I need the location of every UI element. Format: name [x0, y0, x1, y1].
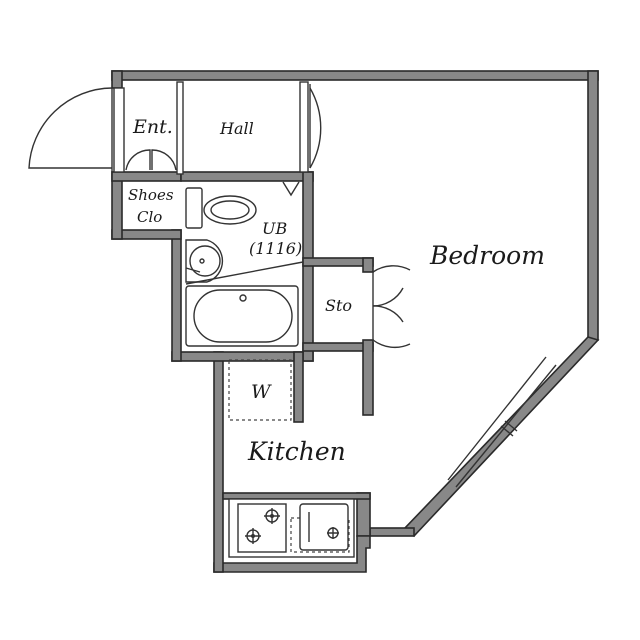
sink-icon	[290, 503, 350, 553]
door-swing-icon	[125, 149, 151, 171]
ub-curve	[185, 261, 304, 285]
washbasin-icon	[185, 239, 224, 283]
doors	[28, 81, 411, 349]
bathroom-fixtures	[185, 187, 304, 347]
wall-bath-left	[171, 229, 182, 362]
wall-ent-shoes	[111, 171, 182, 182]
walls	[111, 70, 600, 573]
label-hall: Hall	[219, 119, 254, 138]
wall-diagonal	[403, 336, 600, 538]
wall-bottom-bedroom	[369, 527, 415, 537]
wall-counter-top	[222, 492, 371, 500]
wall-right	[587, 70, 599, 341]
label-shoes: Shoes	[128, 186, 174, 204]
hall-door-leaf	[299, 81, 309, 173]
door-swing-icon	[282, 181, 300, 197]
label-washer: W	[251, 381, 272, 403]
room-labels: Ent. Hall Shoes Clo UB (1116) Bedroom St…	[128, 116, 545, 466]
stove-burner-icon	[237, 503, 287, 553]
door-swing-icon	[309, 87, 322, 169]
wall-left	[111, 171, 123, 240]
label-unit-bath-size: (1116)	[249, 239, 302, 258]
wall-bottom-kitchen	[213, 535, 371, 573]
label-closet: Clo	[137, 208, 162, 226]
door-swing-icon	[28, 87, 113, 169]
wall-hall-bottom	[180, 171, 314, 182]
wall-sto-right-a	[362, 257, 374, 273]
hall-divider	[176, 81, 184, 175]
wall-top	[111, 70, 599, 81]
washer-space	[228, 359, 292, 421]
toilet-icon	[185, 187, 257, 229]
wall-sto-right-b	[362, 339, 374, 416]
door-swing-icon	[372, 305, 411, 349]
kitchen-counter	[228, 498, 355, 558]
label-entrance: Ent.	[132, 116, 173, 138]
label-storage: Sto	[325, 296, 352, 315]
entrance-jamb	[113, 87, 125, 173]
wall-kitchen-left	[213, 351, 224, 573]
window-icon	[447, 356, 557, 488]
label-bedroom: Bedroom	[429, 241, 545, 270]
door-swing-icon	[151, 149, 177, 171]
bathtub-icon	[185, 285, 299, 347]
door-swing-icon	[372, 265, 411, 307]
wall-washer-right	[293, 351, 304, 423]
label-unit-bath: UB	[262, 219, 287, 238]
wall-left-top	[111, 70, 123, 89]
label-kitchen: Kitchen	[247, 437, 346, 466]
